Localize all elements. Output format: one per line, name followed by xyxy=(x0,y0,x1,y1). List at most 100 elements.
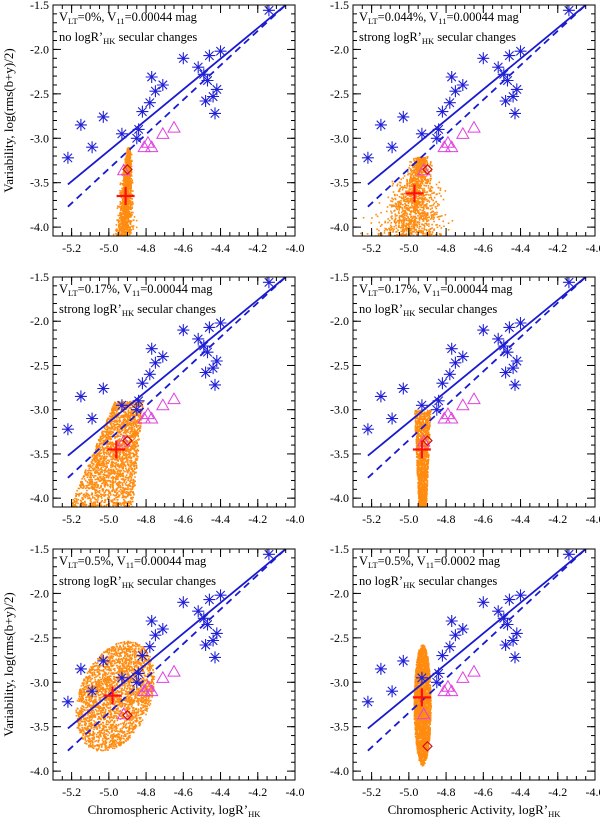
x-tick-label: -4.0 xyxy=(586,512,600,526)
y-tick-label: -1.5 xyxy=(330,542,349,556)
star-point xyxy=(86,412,99,425)
x-tick-label: -5.2 xyxy=(362,785,381,799)
star-point xyxy=(197,612,210,625)
star-point xyxy=(510,627,523,640)
triangle-point xyxy=(437,684,452,697)
star-point xyxy=(197,340,210,352)
panel-bottom-right: -5.2-5.0-4.8-4.6-4.4-4.2-4.0-4.0-3.5-3.0… xyxy=(330,542,600,799)
fit-solid-line xyxy=(367,277,587,457)
star-point xyxy=(86,685,99,698)
star-point xyxy=(397,382,410,395)
star-point xyxy=(207,362,220,375)
mean-cross xyxy=(412,440,431,459)
x-tick-label: -4.2 xyxy=(248,512,267,526)
star-point xyxy=(209,378,221,391)
panel-annotation-mode: strong logR’HK secular changes xyxy=(59,574,216,590)
star-point xyxy=(443,96,456,109)
star-point xyxy=(456,350,469,363)
star-point xyxy=(209,107,221,120)
star-point xyxy=(201,346,214,359)
star-point xyxy=(115,399,128,412)
fit-solid-line xyxy=(67,549,287,730)
star-point xyxy=(207,634,220,647)
star-point xyxy=(436,377,449,390)
star-point xyxy=(501,346,514,359)
y-tick-label: -3.5 xyxy=(30,176,49,190)
stars-series xyxy=(361,5,575,164)
y-tick-label: -2.5 xyxy=(330,358,349,372)
star-point xyxy=(97,382,110,395)
star-point xyxy=(497,340,510,352)
x-tick-label: -4.4 xyxy=(511,785,530,799)
star-point xyxy=(262,5,275,17)
star-point xyxy=(210,355,223,367)
x-tick-label: -5.2 xyxy=(62,241,81,255)
triangle-point xyxy=(437,411,452,424)
fit-dashed-line xyxy=(67,5,287,208)
star-point xyxy=(210,627,223,640)
star-point xyxy=(74,662,87,675)
x-tick-label: -5.0 xyxy=(399,512,418,526)
star-point xyxy=(132,667,145,680)
stars-series xyxy=(61,5,275,164)
triangle-point xyxy=(155,126,170,139)
plot-area xyxy=(361,277,587,507)
star-point xyxy=(130,676,143,689)
triangle-point xyxy=(116,434,131,447)
star-point xyxy=(203,593,216,606)
x-tick-label: -4.4 xyxy=(511,241,530,255)
y-tick-label: -2.0 xyxy=(330,314,349,328)
x-tick-label: -4.2 xyxy=(548,785,567,799)
star-point xyxy=(415,399,428,412)
y-tick-label: -2.5 xyxy=(30,631,49,645)
star-point xyxy=(386,412,399,425)
star-point xyxy=(430,676,443,689)
ticks xyxy=(52,548,296,781)
fit-solid-line xyxy=(367,549,587,730)
star-point xyxy=(499,366,512,379)
x-tick-label: -4.8 xyxy=(437,512,456,526)
mean-cross xyxy=(116,187,135,206)
star-point xyxy=(386,685,399,698)
y-tick-label: -2.5 xyxy=(30,87,49,101)
star-point xyxy=(145,342,158,355)
triangle-point xyxy=(416,163,431,176)
star-point xyxy=(136,105,149,118)
stars-series xyxy=(61,277,275,436)
star-point xyxy=(514,589,527,602)
diamond-point xyxy=(422,435,433,447)
mean-cross xyxy=(107,440,126,459)
star-point xyxy=(492,605,505,618)
triangle-point xyxy=(116,163,131,176)
star-point xyxy=(149,85,162,98)
star-point xyxy=(132,394,145,407)
star-point xyxy=(74,118,87,131)
star-point xyxy=(192,332,205,345)
stars-series xyxy=(361,549,575,708)
x-tick-label: -5.2 xyxy=(362,512,381,526)
x-tick-label: -4.0 xyxy=(286,241,305,255)
triangle-point xyxy=(144,684,159,697)
star-point xyxy=(199,639,212,651)
x-tick-label: -4.2 xyxy=(548,241,567,255)
triangle-point xyxy=(137,411,152,424)
star-point xyxy=(149,629,162,642)
star-point xyxy=(503,49,516,62)
plot-area xyxy=(61,549,287,752)
star-point xyxy=(492,332,505,345)
ticks xyxy=(52,276,296,508)
x-axis-title: Chromospheric Activity, logR’HK xyxy=(388,802,562,819)
model-cloud xyxy=(414,409,432,507)
star-point xyxy=(199,366,212,379)
star-point xyxy=(449,629,462,642)
star-point xyxy=(432,123,445,136)
star-point xyxy=(201,74,214,87)
model-cloud xyxy=(360,156,454,236)
star-point xyxy=(477,324,490,337)
star-point xyxy=(207,90,220,103)
star-point xyxy=(507,634,520,647)
star-point xyxy=(510,83,523,96)
star-point xyxy=(497,612,510,625)
triangle-point xyxy=(455,398,470,411)
